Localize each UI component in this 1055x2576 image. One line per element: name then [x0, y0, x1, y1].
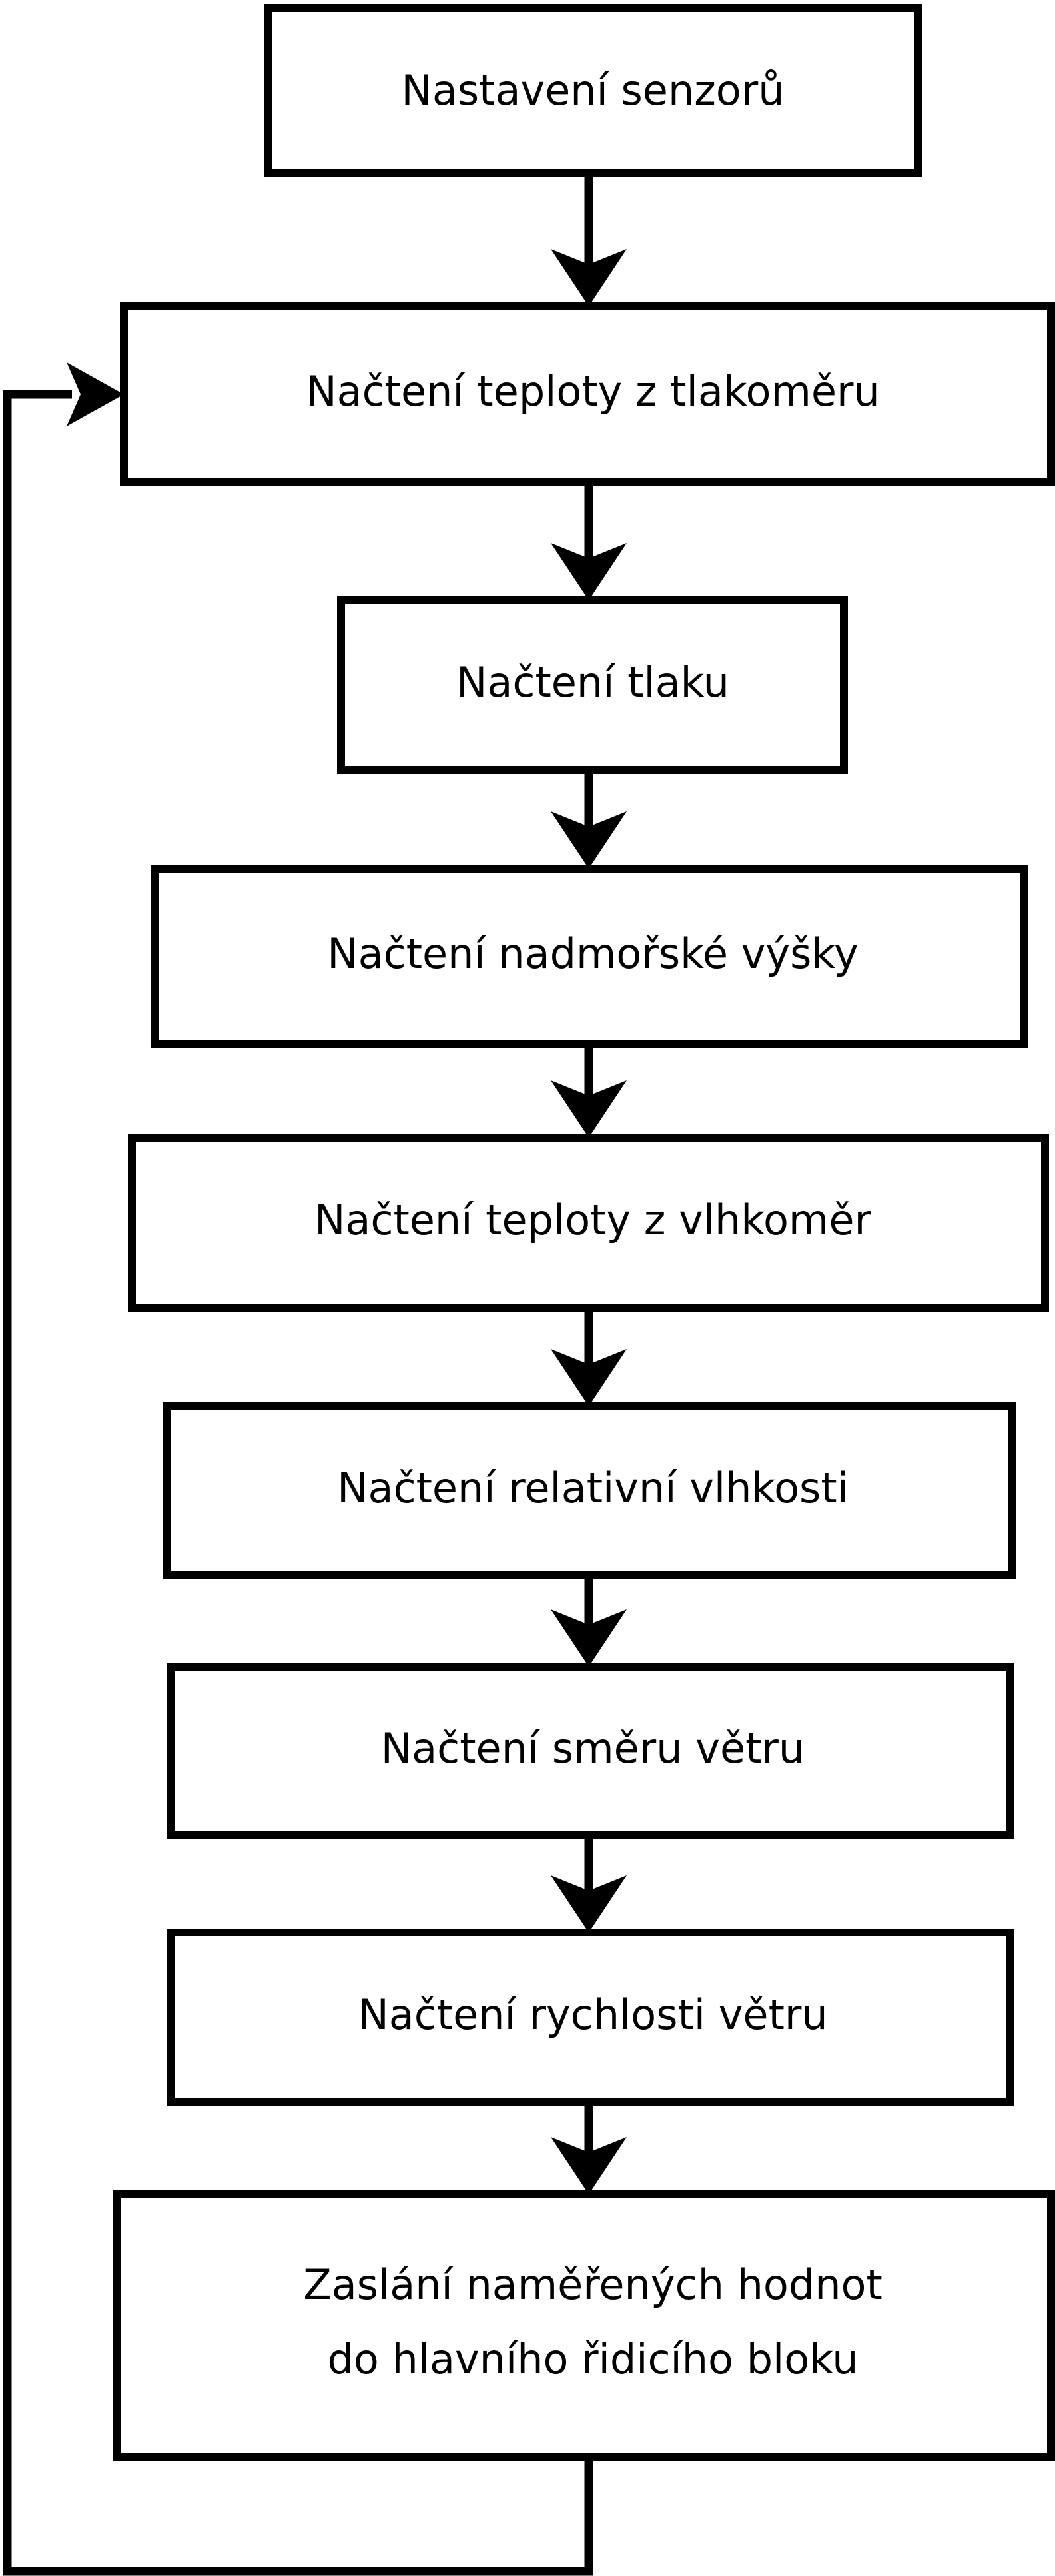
edge-n8-to-n9-arrowhead: [551, 2137, 627, 2194]
edge-n7-to-n8: [551, 1835, 627, 1932]
edge-n1-to-n2-arrowhead: [551, 249, 627, 306]
edge-n4-to-n5: [551, 1044, 627, 1138]
node-n4[interactable]: Načtení nadmořské výšky: [151, 865, 1028, 1048]
node-n9-box[interactable]: [113, 2190, 1055, 2461]
node-n7[interactable]: Načtení směru větru: [167, 1663, 1014, 1839]
edge-n5-to-n6: [551, 1308, 627, 1406]
node-n3[interactable]: Načtení tlaku: [337, 596, 848, 774]
node-n7-label: Načtení směru větru: [381, 1724, 805, 1773]
node-n3-box[interactable]: [337, 596, 848, 774]
edge-n2-to-n3: [551, 482, 627, 600]
node-n8-label: Načtení rychlosti větru: [358, 1990, 827, 2039]
edge-n3-to-n4: [551, 770, 627, 869]
node-n9-label-line1: Zaslání naměřených hodnot: [303, 2260, 882, 2309]
node-n1[interactable]: Nastavení senzorů: [264, 4, 922, 177]
edge-n5-to-n6-arrowhead: [551, 1349, 627, 1406]
node-n4-label: Načtení nadmořské výšky: [327, 929, 859, 978]
edge-n2-to-n3-arrowhead: [551, 543, 627, 600]
node-n6-label: Načtení relativní vlhkosti: [337, 1464, 849, 1512]
loop-back-arrowhead: [67, 362, 124, 426]
edge-n6-to-n7: [551, 1575, 627, 1667]
loop-back-line: [3, 390, 593, 2576]
node-n9[interactable]: Zaslání naměřených hodnot do hlavního ři…: [113, 2190, 1055, 2461]
edge-n7-to-n8-arrowhead: [551, 1875, 627, 1932]
node-n8[interactable]: Načtení rychlosti větru: [167, 1929, 1014, 2106]
node-n4-box[interactable]: [151, 865, 1028, 1048]
node-n9-label-line2: do hlavního řidicího bloku: [327, 2335, 858, 2383]
node-n2-label: Načtení teploty z tlakoměru: [306, 367, 880, 416]
node-n7-box[interactable]: [167, 1663, 1014, 1839]
edge-n1-to-n2: [551, 173, 627, 306]
node-n5-box[interactable]: [128, 1134, 1049, 1312]
node-n1-label: Nastavení senzorů: [401, 66, 784, 115]
node-n5-label: Načtení teploty z vlhkoměr: [314, 1196, 871, 1244]
node-n5[interactable]: Načtení teploty z vlhkoměr: [128, 1134, 1049, 1312]
edge-n9-to-n2: [3, 362, 593, 2576]
node-n6[interactable]: Načtení relativní vlhkosti: [163, 1402, 1016, 1579]
node-n3-label: Načtení tlaku: [456, 658, 729, 707]
edge-n6-to-n7-arrowhead: [551, 1609, 627, 1667]
node-n2[interactable]: Načtení teploty z tlakoměru: [120, 302, 1055, 486]
node-n1-box[interactable]: [264, 4, 922, 177]
edge-n4-to-n5-arrowhead: [551, 1080, 627, 1138]
edge-n3-to-n4-arrowhead: [551, 811, 627, 869]
edge-n8-to-n9: [551, 2102, 627, 2194]
